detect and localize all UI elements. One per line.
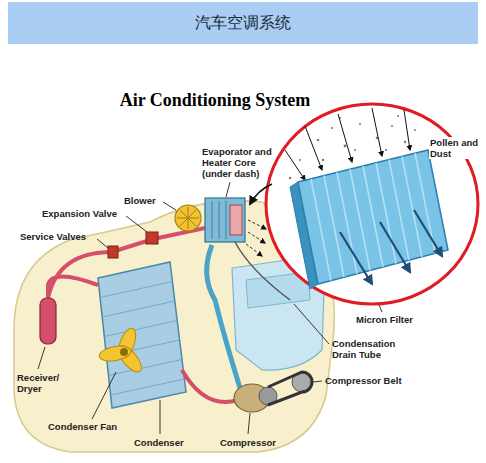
leader-line [38, 347, 45, 369]
condenser [98, 262, 186, 408]
evaporator-fins [219, 201, 220, 239]
page-title: 汽车空调系统 [195, 13, 291, 34]
evaporator-fins [212, 201, 226, 239]
condenser-fins [100, 282, 172, 298]
pollen-dust [344, 145, 347, 148]
pollen-dust [404, 141, 406, 143]
blower-vanes [180, 210, 196, 226]
clean-air-arrow [380, 222, 410, 272]
leader-line [126, 216, 147, 232]
zoom-arrow [250, 184, 272, 204]
pollen-dust [317, 139, 320, 142]
incoming-air-arrow [338, 114, 352, 162]
condenser-fan [98, 326, 145, 376]
pollen-dust [289, 177, 291, 179]
part-label: Service Valves [20, 231, 86, 242]
expansion-valve [146, 232, 158, 244]
pollen-dust [391, 125, 393, 127]
evaporator-fins [212, 201, 213, 239]
evaporator [205, 198, 245, 242]
suction-pipe [207, 245, 240, 388]
blower-vanes [180, 210, 196, 226]
leader-line [294, 304, 329, 344]
condenser-fan [98, 344, 132, 363]
high-pressure-pipe [182, 370, 238, 402]
pollen-dust [397, 115, 399, 117]
airflow-arrow [248, 220, 266, 229]
pollen-dust [299, 159, 301, 161]
condenser-fins [111, 379, 185, 395]
pollen-dust [354, 149, 356, 151]
filter-pleats [311, 153, 435, 280]
part-label: Compressor [220, 437, 276, 448]
blower-vanes [177, 207, 199, 229]
leader-line [160, 400, 161, 434]
leader-line [163, 202, 176, 210]
high-pressure-pipe [48, 240, 150, 298]
part-label: Micron Filter [356, 314, 413, 325]
service-valve [108, 246, 118, 258]
incoming-air-arrow [404, 110, 410, 150]
condenser-fins [104, 321, 177, 337]
incoming-air-arrow [372, 108, 382, 156]
part-label: Blower [124, 195, 156, 206]
part-label: Expansion Valve [42, 208, 117, 219]
part-label: Evaporator and Heater Core (under dash) [202, 146, 282, 179]
condenser-fins [109, 360, 183, 376]
part-label: Receiver/ Dryer [17, 372, 67, 394]
leader-line [97, 239, 108, 248]
clean-air-arrow [340, 210, 442, 284]
airflow-arrow [248, 232, 265, 243]
pollen-dust [414, 129, 416, 131]
leader-line [92, 372, 116, 419]
incoming-air-arrow [285, 150, 305, 180]
pollen-dust [322, 159, 324, 161]
heater-core [230, 205, 242, 235]
evaporator-fins [226, 201, 227, 239]
leader-line [313, 381, 322, 382]
part-label: Condenser Fan [48, 421, 117, 432]
magnify-circle [266, 104, 478, 304]
leader-line [226, 182, 230, 197]
micron-filter [298, 150, 448, 284]
pollen-dust [385, 149, 387, 151]
condenser-fins [102, 301, 175, 317]
clean-air-arrow [340, 232, 372, 284]
diagram-heading: Air Conditioning System [85, 89, 345, 111]
part-label: Pollen and Dust [429, 137, 483, 159]
airflow-arrow [246, 244, 262, 256]
airflow-arrow [246, 220, 266, 256]
compressor-belt [268, 372, 312, 405]
part-label: Condensation Drain Tube [332, 338, 410, 360]
clean-air-arrow [414, 210, 442, 256]
part-label: Condenser [134, 437, 184, 448]
blower [175, 205, 201, 231]
pollen-dust [331, 127, 333, 129]
incoming-air-arrow [305, 126, 322, 170]
leader-line [248, 413, 250, 434]
pollen-dust [359, 123, 361, 125]
condenser-fan [120, 348, 128, 356]
part-label: Compressor Belt [325, 375, 402, 386]
title-banner: 汽车空调系统 [8, 2, 478, 44]
receiver-dryer [40, 298, 56, 344]
